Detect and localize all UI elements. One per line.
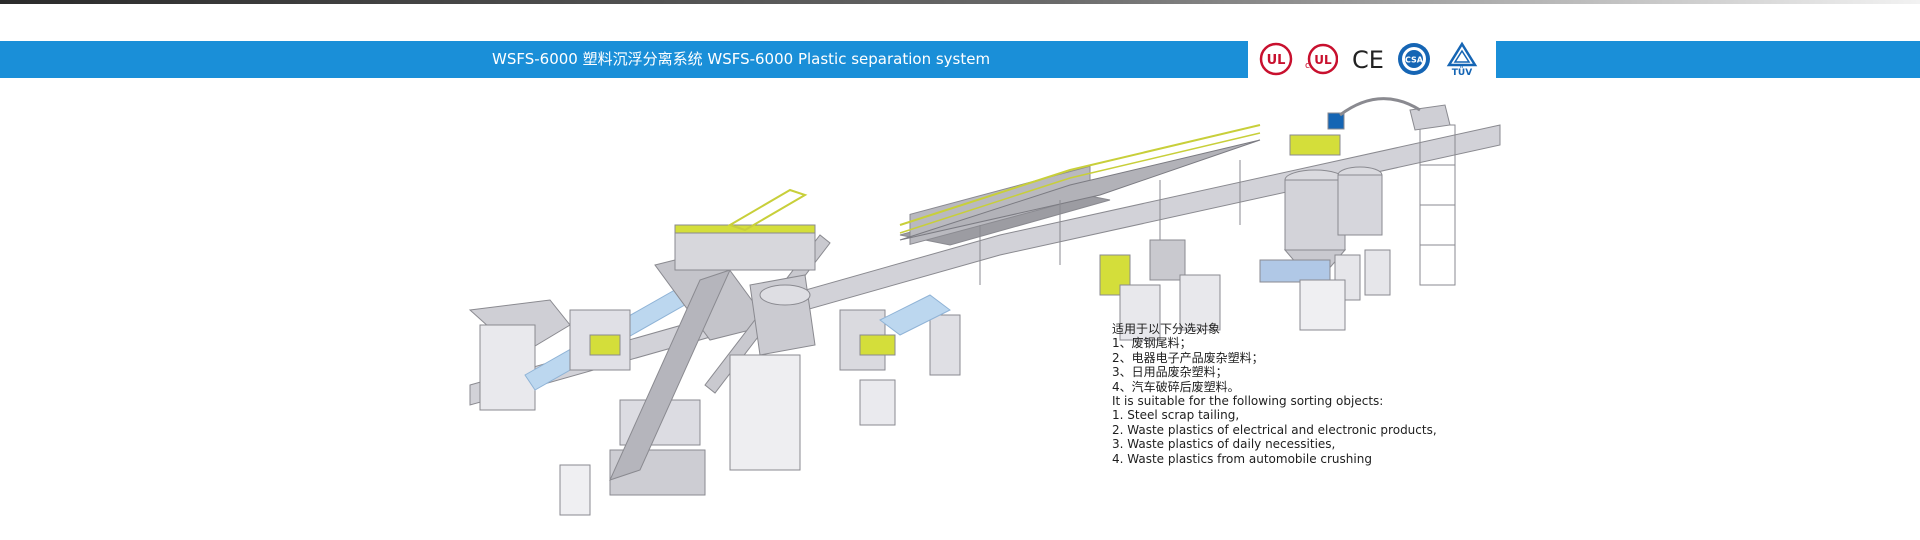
cn-list-item: 1、废钢尾料；	[1112, 336, 1192, 351]
svg-text:CE: CE	[1352, 46, 1384, 74]
title-banner: WSFS-6000 塑料沉浮分离系统 WSFS-6000 Plastic sep…	[0, 41, 1920, 78]
svg-text:c: c	[1305, 61, 1310, 71]
en-list-item: 2. Waste plastics of electrical and elec…	[1112, 422, 1437, 437]
page-title: WSFS-6000 塑料沉浮分离系统 WSFS-6000 Plastic sep…	[492, 50, 991, 68]
ul-mark-icon: UL	[1258, 41, 1294, 77]
tuv-mark-icon: TÜV	[1444, 41, 1480, 77]
separation-system-illustration	[468, 97, 1501, 516]
applicability-description: 适用于以下分选对象 1、废钢尾料； 2、电器电子产品废杂塑料； 3、日用品废杂塑…	[1112, 322, 1472, 466]
en-list-item: 1. Steel scrap tailing,	[1112, 408, 1240, 423]
en-list-item: 3. Waste plastics of daily necessities,	[1112, 437, 1336, 452]
csa-mark-icon: CSA	[1396, 41, 1432, 77]
cn-list-item: 4、汽车破碎后废塑料。	[1112, 379, 1240, 394]
en-heading: It is suitable for the following sorting…	[1112, 394, 1384, 409]
top-gradient-bar	[0, 0, 1920, 4]
en-list-item: 4. Waste plastics from automobile crushi…	[1112, 451, 1372, 466]
certification-marks: UL c UL CE CSA TÜV	[1248, 36, 1496, 78]
svg-text:UL: UL	[1314, 53, 1332, 67]
cn-list-item: 3、日用品废杂塑料；	[1112, 365, 1228, 380]
cn-list-item: 2、电器电子产品废杂塑料；	[1112, 350, 1264, 365]
svg-text:CSA: CSA	[1405, 56, 1424, 65]
ce-mark-icon: CE	[1350, 41, 1386, 77]
cn-heading: 适用于以下分选对象	[1112, 322, 1221, 336]
svg-text:TÜV: TÜV	[1452, 67, 1472, 77]
svg-text:UL: UL	[1267, 53, 1286, 68]
cul-mark-icon: c UL	[1302, 41, 1338, 77]
